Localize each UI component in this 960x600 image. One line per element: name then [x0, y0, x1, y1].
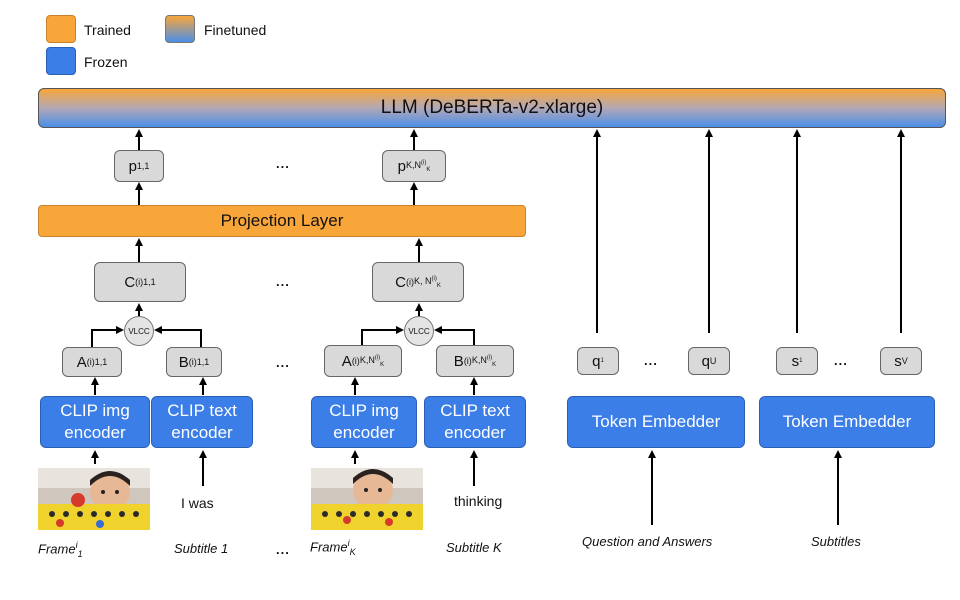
caption-frame-last: FrameiK	[310, 538, 356, 557]
b-last-sub: K,N	[471, 354, 487, 365]
llm-block: LLM (DeBERTa-v2-xlarge)	[38, 88, 946, 128]
legend-finetuned-swatch	[165, 15, 195, 43]
a-last-sub: K,N	[359, 354, 375, 365]
caption-frame-first-base: Frame	[38, 541, 76, 557]
ellipsis-s: ...	[834, 353, 848, 368]
a-last-sup: (i)	[351, 356, 360, 366]
ellipsis-ab: ...	[276, 355, 290, 370]
p-last-base: p	[397, 157, 406, 175]
c-last-sup: (i)	[405, 277, 414, 287]
ellipsis-q: ...	[644, 353, 658, 368]
vlcc-node-last: VLCC	[404, 316, 434, 346]
frame-image-last	[311, 468, 423, 530]
a-last-base: A	[341, 352, 352, 370]
caption-subtitle-first: Subtitle 1	[174, 541, 229, 556]
llm-label: LLM (DeBERTa-v2-xlarge)	[380, 97, 604, 118]
subtitle-input-first: I was	[181, 495, 214, 511]
ellipsis-c: ...	[276, 274, 290, 289]
b-last-sub-sub: K	[492, 361, 497, 368]
caption-frame-first-sup: i	[75, 540, 78, 550]
a-first-sub: 1,1	[94, 357, 108, 367]
p-last-sub-sup: (i)	[421, 159, 427, 166]
c-first-sup: (i)	[135, 277, 144, 287]
caption-subtitle-last: Subtitle K	[446, 540, 502, 555]
token-embedder-qa: Token Embedder	[567, 396, 745, 448]
b-token-last: B(i)K,N(i)K	[436, 345, 514, 377]
caption-frame-last-sub: K	[349, 546, 356, 557]
a-last-sub-sup: (i)	[374, 354, 381, 361]
legend-trained-label: Trained	[84, 22, 131, 38]
s-first-base: s	[791, 352, 800, 370]
b-first-sup: (i)	[188, 357, 197, 367]
frame-image-first	[38, 468, 150, 530]
p-first-sub: 1,1	[136, 161, 150, 171]
a-token-first: A(i)1,1	[62, 347, 122, 377]
c-last-sub: K, N	[413, 275, 432, 286]
a-first-base: A	[76, 353, 87, 371]
ellipsis-captions: ...	[276, 542, 290, 557]
clip-text-encoder-last: CLIP text encoder	[424, 396, 526, 448]
token-embedder-subtitles: Token Embedder	[759, 396, 935, 448]
vlcc-node-first: VLCC	[124, 316, 154, 346]
ellipsis-p: ...	[276, 156, 290, 171]
q-first-sub: 1	[600, 358, 604, 364]
caption-frame-first-sub: 1	[77, 548, 83, 559]
c-last-base: C	[395, 273, 406, 291]
clip-img-encoder-first: CLIP img encoder	[40, 396, 150, 448]
b-last-base: B	[453, 352, 464, 370]
p-last-sub-sub: K	[426, 166, 431, 173]
caption-frame-last-base: Frame	[310, 539, 348, 555]
s-first-sub: 1	[799, 358, 803, 364]
clip-text-encoder-first: CLIP text encoder	[151, 396, 253, 448]
c-last-sub-sup: (i)	[431, 275, 437, 282]
projection-label: Projection Layer	[220, 211, 344, 230]
caption-subtitles: Subtitles	[811, 534, 861, 549]
c-first-sub: 1,1	[143, 277, 156, 287]
legend-finetuned-label: Finetuned	[204, 22, 267, 38]
q-last-base: q	[701, 352, 710, 370]
p-last-sub: K,N	[405, 159, 421, 170]
caption-frame-last-sup: i	[347, 538, 350, 548]
clip-img-encoder-last: CLIP img encoder	[311, 396, 417, 448]
legend-frozen-label: Frozen	[84, 54, 128, 70]
b-last-sub-sup: (i)	[486, 354, 493, 361]
b-last-sup: (i)	[463, 356, 472, 366]
c-last-sub-sub: K	[436, 282, 441, 289]
p-first-base: p	[128, 157, 137, 175]
legend-trained-swatch	[46, 15, 76, 43]
b-first-base: B	[178, 353, 189, 371]
q-last-sub: U	[709, 356, 717, 366]
s-last-sub: V	[901, 356, 908, 366]
q-first-base: q	[592, 352, 601, 370]
s-last-base: s	[894, 352, 902, 370]
caption-qa: Question and Answers	[582, 534, 713, 549]
c-token-last: C(i)K, N(i)K	[372, 262, 464, 302]
projection-layer: Projection Layer	[38, 205, 526, 237]
c-first-base: C	[124, 273, 136, 291]
a-token-last: A(i)K,N(i)K	[324, 345, 402, 377]
c-token-first: C(i)1,1	[94, 262, 186, 302]
b-first-sub: 1,1	[196, 357, 210, 367]
b-token-first: B(i)1,1	[166, 347, 222, 377]
subtitle-input-last: thinking	[454, 493, 503, 509]
a-first-sup: (i)	[86, 357, 95, 367]
legend-frozen-swatch	[46, 47, 76, 75]
caption-frame-first: Framei1	[38, 540, 83, 559]
a-last-sub-sub: K	[380, 361, 385, 368]
